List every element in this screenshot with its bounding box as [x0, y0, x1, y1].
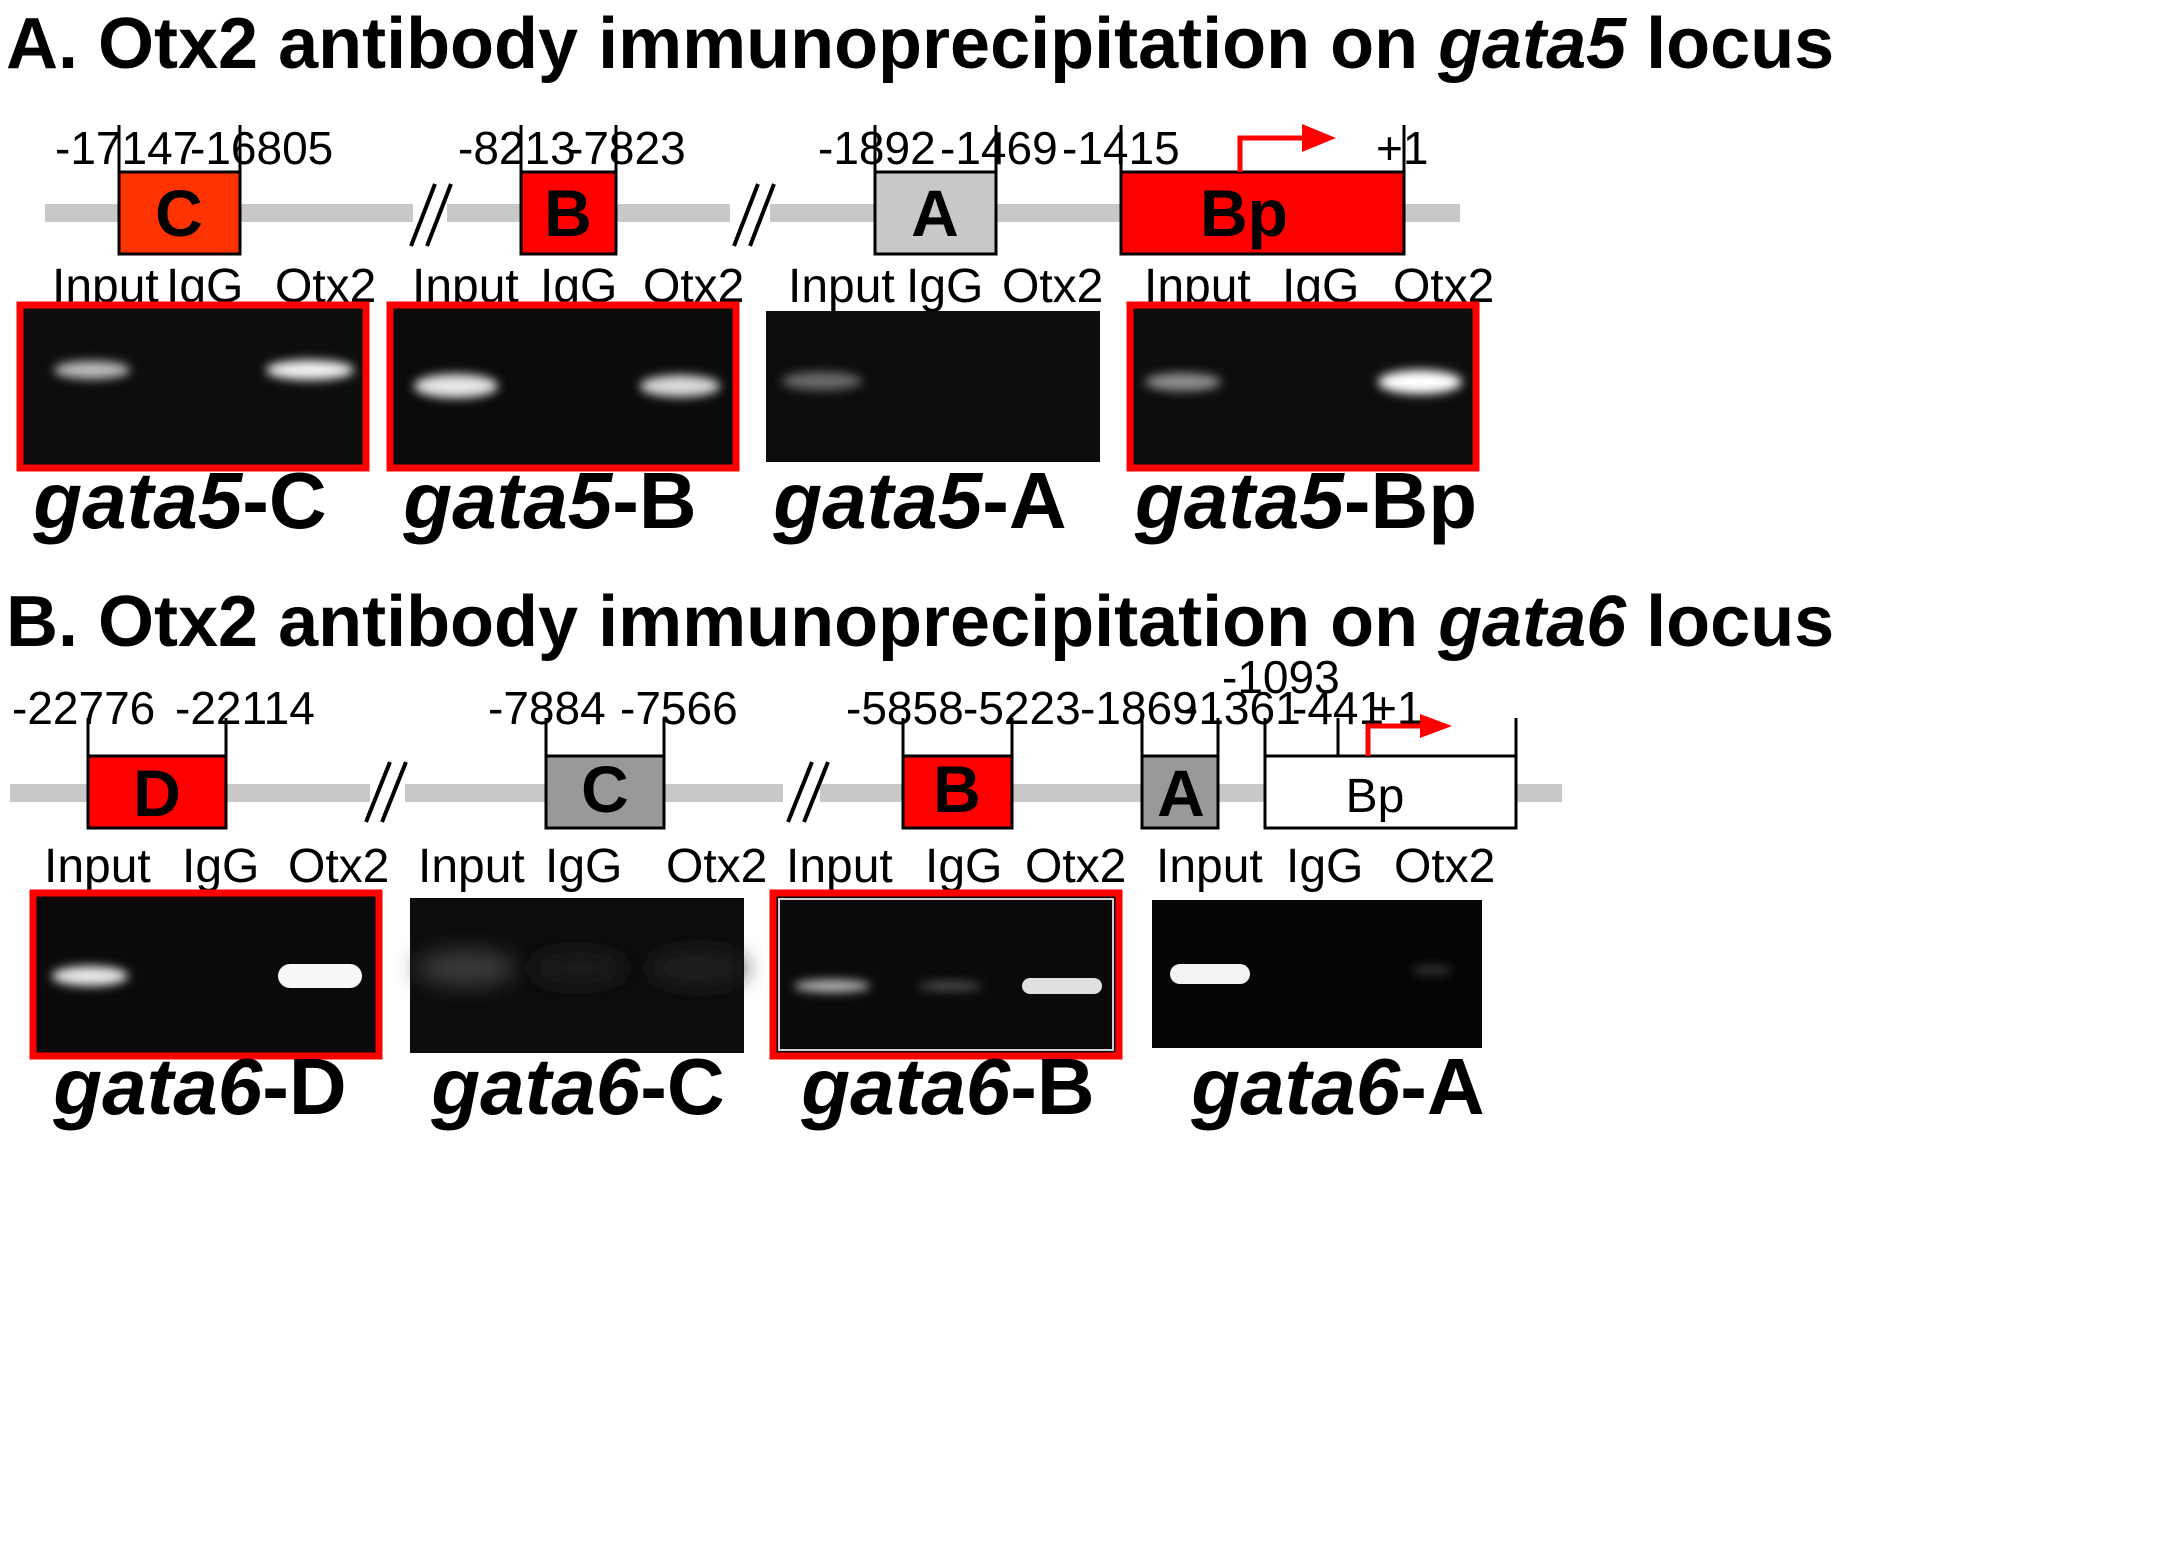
- region-label-b-a: A: [1157, 756, 1205, 830]
- region-label-b-c: C: [581, 752, 629, 826]
- band-a-b-otx2: [640, 375, 720, 397]
- coord-b-6: -5223: [963, 682, 1081, 734]
- lane-label-b3-igg: IgG: [925, 840, 1002, 893]
- band-a-bp-input: [1145, 373, 1221, 391]
- lane-label-b4-input: Input: [1156, 840, 1263, 893]
- lane-label-b2-input: Input: [418, 840, 525, 893]
- region-box-b-a: [1140, 754, 1220, 830]
- region-box-b-c: [544, 754, 666, 830]
- band-b-b-igg: [918, 982, 982, 990]
- lane-label-b4-otx2: Otx2: [1394, 840, 1495, 893]
- coord-b-5: -5858: [846, 682, 964, 734]
- coord-a-2: -16805: [190, 122, 333, 174]
- region-box-a-bp: [1119, 170, 1406, 256]
- coord-b-9: -1093: [1222, 651, 1340, 703]
- lane-label-a3-otx2: Otx2: [1002, 260, 1103, 313]
- coord-a-3: -8213: [458, 122, 576, 174]
- region-label-a-bp: Bp: [1200, 176, 1288, 250]
- lane-label-a3-igg: IgG: [906, 260, 983, 313]
- caption-a-c: gata5-C: [32, 456, 326, 545]
- coord-a-4: -7823: [568, 122, 686, 174]
- band-a-c-otx2: [266, 360, 354, 380]
- caption-b-c: gata6-C: [430, 1042, 724, 1131]
- band-a-b-input: [414, 374, 498, 398]
- band-b-a-otx2: [1412, 966, 1452, 974]
- region-label-a-b: B: [544, 176, 592, 250]
- coord-b-8: -1361: [1183, 682, 1301, 734]
- region-box-a-c: [117, 170, 242, 256]
- coord-b-1: -22776: [12, 682, 155, 734]
- region-box-b-b: [901, 754, 1014, 830]
- region-label-b-d: D: [133, 756, 181, 830]
- caption-a-a: gata5-A: [772, 456, 1066, 545]
- lane-label-a3-input: Input: [788, 260, 895, 313]
- band-b-d-otx2: [278, 964, 362, 988]
- band-b-c-igg: [530, 952, 626, 984]
- region-box-b-bp: [1263, 754, 1518, 830]
- tss-arrow-b: [1365, 714, 1452, 756]
- lane-label-b1-igg: IgG: [182, 840, 259, 893]
- lane-label-b2-otx2: Otx2: [666, 840, 767, 893]
- region-brackets-b: [86, 718, 1518, 756]
- gel-a-c: [16, 301, 370, 472]
- band-a-bp-otx2: [1378, 370, 1462, 394]
- region-box-b-d: [86, 754, 228, 830]
- gel-b-b: [769, 889, 1123, 1060]
- coord-b-4: -7566: [620, 682, 738, 734]
- coord-a-5: -1892: [818, 122, 936, 174]
- coord-a-8: +1: [1376, 122, 1428, 174]
- tss-arrow-a: [1237, 124, 1336, 172]
- caption-a-b: gata5-B: [402, 456, 696, 545]
- caption-b-b: gata6-B: [800, 1042, 1094, 1131]
- lane-label-b2-igg: IgG: [545, 840, 622, 893]
- band-a-a-input: [782, 372, 862, 390]
- gel-b-d: [29, 889, 383, 1060]
- gel-a-b: [386, 301, 740, 472]
- region-label-b-b: B: [933, 752, 981, 826]
- coord-a-6: -1469: [940, 122, 1058, 174]
- lane-label-b4-igg: IgG: [1286, 840, 1363, 893]
- panel-a-title: A. Otx2 antibody immunoprecipitation on …: [6, 4, 1834, 84]
- gel-a-bp: [1126, 301, 1480, 472]
- lane-label-b1-input: Input: [44, 840, 151, 893]
- band-b-a-input: [1170, 964, 1250, 984]
- region-label-a-a: A: [911, 176, 959, 250]
- lane-label-b3-otx2: Otx2: [1025, 840, 1126, 893]
- band-b-b-input: [794, 980, 870, 992]
- band-a-c-input: [54, 361, 130, 379]
- region-label-a-c: C: [155, 176, 203, 250]
- region-brackets-a: [117, 125, 1406, 172]
- band-b-c-input: [416, 950, 516, 986]
- lane-label-b1-otx2: Otx2: [288, 840, 389, 893]
- band-b-d-input: [52, 966, 128, 986]
- gel-b-c: [410, 898, 746, 1053]
- region-label-b-bp: Bp: [1346, 770, 1405, 823]
- caption-b-a: gata6-A: [1190, 1042, 1484, 1131]
- band-b-b-otx2: [1022, 978, 1102, 994]
- coord-b-7: -1869: [1080, 682, 1198, 734]
- region-box-a-a: [873, 170, 998, 256]
- region-box-a-b: [519, 170, 618, 256]
- gel-a-a: [766, 311, 1100, 462]
- lane-label-b3-input: Input: [786, 840, 893, 893]
- caption-b-d: gata6-D: [52, 1042, 346, 1131]
- band-b-c-otx2: [650, 952, 746, 984]
- coord-b-2: -22114: [175, 682, 315, 734]
- coord-a-1: -17147: [55, 122, 198, 174]
- gel-b-a: [1152, 900, 1482, 1048]
- caption-a-bp: gata5-Bp: [1134, 456, 1477, 545]
- panel-b-title: B. Otx2 antibody immunoprecipitation on …: [6, 582, 1834, 662]
